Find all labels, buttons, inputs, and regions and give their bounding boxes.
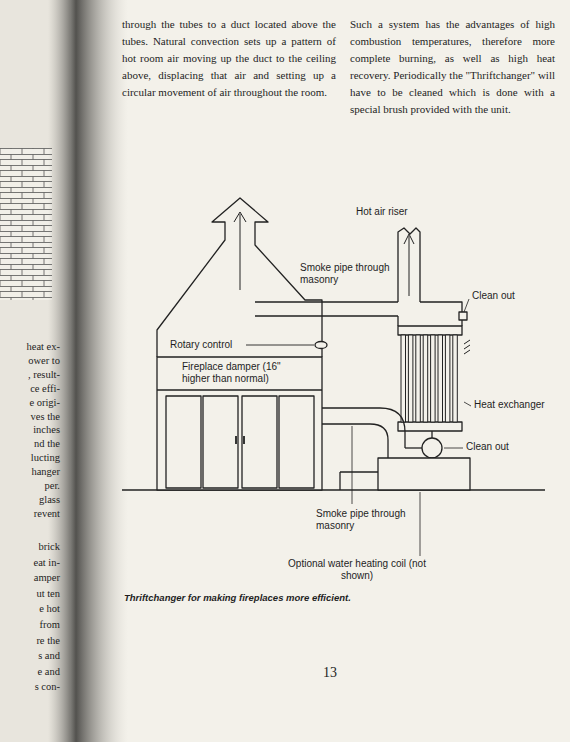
part-label: Fireplace damper (16" higher than normal…: [182, 361, 296, 385]
margin-fragment: s con-: [2, 680, 60, 693]
part-label: Smoke pipe through masonry: [300, 262, 394, 286]
part-label: Optional water heating coil (not shown): [282, 558, 432, 582]
part-label: Hot air riser: [356, 206, 436, 218]
part-label: Clean out: [466, 441, 546, 453]
margin-fragment: inches: [2, 423, 60, 436]
page-number: 13: [310, 664, 350, 681]
margin-fragment: s and: [2, 649, 60, 662]
brick-figure: [0, 148, 52, 300]
fireplace-drawing: [122, 198, 545, 490]
part-label: Smoke pipe through masonry: [316, 508, 410, 532]
margin-fragment: brick: [2, 540, 60, 553]
margin-fragment: ower to: [2, 354, 60, 367]
margin-fragment: eat in-: [2, 556, 60, 569]
book-gutter: [48, 0, 128, 742]
margin-fragment: re the: [2, 634, 60, 647]
body-text: through the tubes to a duct located abov…: [122, 16, 336, 101]
margin-fragment: e hot: [2, 602, 60, 615]
margin-fragment: glass: [2, 493, 60, 506]
margin-fragment: revent: [2, 507, 60, 520]
margin-fragment: lucting: [2, 451, 60, 464]
part-label: Heat exchanger: [474, 399, 564, 411]
margin-fragment: ves the: [2, 410, 60, 423]
body-text: Such a system has the advantages of high…: [350, 16, 555, 118]
margin-fragment: amper: [2, 571, 60, 584]
margin-fragment: hanger: [2, 465, 60, 478]
part-label: Rotary control: [170, 339, 246, 351]
margin-fragment: nd the: [2, 437, 60, 450]
margin-fragment: heat ex-: [2, 340, 60, 353]
margin-fragment: per.: [2, 479, 60, 492]
figure-caption: Thriftchanger for making fireplaces more…: [124, 592, 544, 603]
margin-fragment: e origi-: [2, 396, 60, 409]
margin-fragment: e and: [2, 665, 60, 678]
margin-fragment: ce effi-: [2, 382, 60, 395]
part-label: Clean out: [472, 290, 552, 302]
margin-fragment: ut ten: [2, 587, 60, 600]
margin-fragment: , result-: [2, 368, 60, 381]
margin-fragment: from: [2, 618, 60, 631]
